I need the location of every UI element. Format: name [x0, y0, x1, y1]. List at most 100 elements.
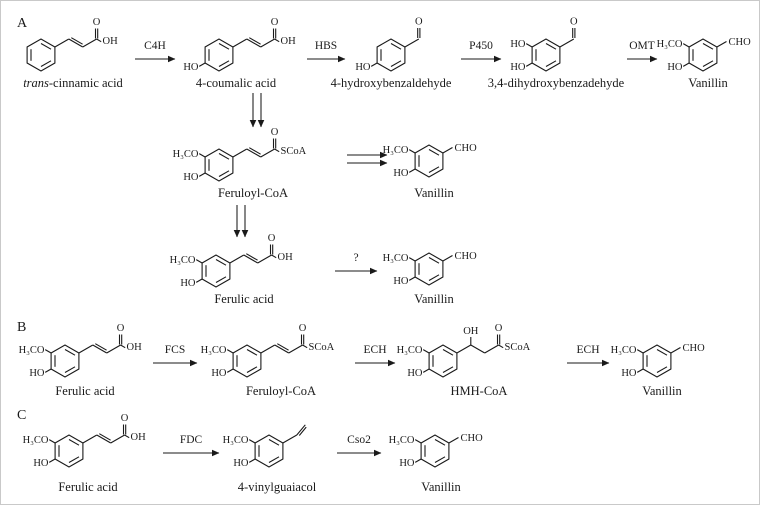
ho-bond — [414, 458, 422, 463]
molecule-4-vinylguaiacol: H₃CO HO 4-vinylguaiacol — [223, 424, 317, 494]
benzene-ring — [201, 254, 231, 288]
molecule-hmh-coa: H₃CO HO OH O SCoA HMH-CoA — [397, 323, 531, 398]
ho-bond — [422, 368, 430, 373]
benzene-ring — [531, 38, 561, 72]
aldehyde-chain — [404, 27, 421, 48]
acid-chain — [54, 27, 102, 48]
enzyme-label-ech-1: ECH — [364, 344, 387, 356]
cho-bond — [716, 40, 728, 48]
ho-bond — [636, 368, 644, 373]
benzene-ring — [414, 144, 444, 178]
methoxy-bond — [195, 259, 203, 264]
benzene-ring — [428, 344, 458, 378]
enzyme-label-fdc: FDC — [180, 434, 203, 446]
methoxy-bond — [408, 257, 416, 262]
carbonyl-o-label: O — [271, 17, 279, 28]
aldehyde-o-label: O — [570, 17, 578, 28]
molecule-ferulic-acid-c: H₃CO HO O OH Ferulic acid — [23, 413, 146, 494]
ho-label: HO — [29, 368, 45, 379]
hydroxyl-label: OH — [281, 36, 297, 47]
cho-label: CHO — [461, 433, 484, 444]
ho-label: HO — [233, 458, 249, 469]
molecule-name: Vanillin — [414, 186, 454, 200]
methoxy-label: H₃CO — [23, 435, 49, 446]
panel-label-a: A — [17, 16, 28, 31]
thioester-chain — [260, 333, 308, 354]
methoxy-bond — [198, 153, 206, 158]
molecule-name: Ferulic acid — [214, 292, 274, 306]
methoxy-label: H₃CO — [397, 345, 423, 356]
molecule-4-hydroxybenzaldehyde: HO O 4-hydroxybenzaldehyde — [331, 17, 452, 91]
ho-label: HO — [355, 62, 371, 73]
ho-bond — [44, 368, 52, 373]
ho-label: HO — [407, 368, 423, 379]
ho-bond — [226, 368, 234, 373]
methoxy-bond — [636, 349, 644, 354]
carbonyl-o-label: O — [268, 233, 276, 244]
methoxy-label: H₃CO — [383, 145, 409, 156]
cho-bond — [442, 254, 454, 262]
ho-label: HO — [399, 458, 415, 469]
ho-bond — [408, 276, 416, 281]
methoxy-label: H₃CO — [170, 255, 196, 266]
molecule-vanillin-a3: H₃CO CHO HO Vanillin — [383, 251, 477, 306]
ho-bond — [370, 62, 378, 67]
benzene-ring — [688, 38, 718, 72]
molecule-vanillin-c: H₃CO CHO HO Vanillin — [389, 433, 483, 494]
carbonyl-o-label: O — [271, 127, 279, 138]
methoxy-label: H₃CO — [201, 345, 227, 356]
ho-bond — [195, 278, 203, 283]
ho-bond — [525, 62, 533, 67]
name-italic-part: trans — [23, 76, 49, 90]
ho-label-top: HO — [510, 39, 526, 50]
double-right-arrow-feruloyl-to-vanillin — [347, 151, 388, 167]
methoxy-bond — [414, 439, 422, 444]
acid-chain — [82, 423, 130, 444]
molecule-name: trans-cinnamic acid — [23, 76, 123, 90]
ho-label: HO — [510, 62, 526, 73]
aldehyde-chain — [559, 27, 576, 48]
molecule-ferulic-acid-a: H₃CO HO O OH Ferulic acid — [170, 233, 293, 306]
molecule-vanillin-a2: H₃CO CHO HO Vanillin — [383, 143, 477, 200]
acid-chain — [229, 243, 277, 264]
scoa-label: SCoA — [505, 342, 531, 353]
hydroxyl-label: OH — [131, 432, 147, 443]
benzene-ring — [254, 434, 284, 468]
double-down-arrow-coumalic-to-feruloyl — [249, 93, 265, 128]
ho-bond — [198, 62, 206, 67]
molecule-name: Vanillin — [414, 292, 454, 306]
hydroxy-thioester-chain — [456, 333, 504, 354]
benzene-ring — [26, 38, 56, 72]
cho-bond — [670, 346, 682, 354]
acid-chain — [78, 333, 126, 354]
benzene-ring — [420, 434, 450, 468]
benzene-ring — [204, 38, 234, 72]
cho-label: CHO — [455, 143, 478, 154]
cho-label: CHO — [683, 343, 706, 354]
scoa-label: SCoA — [309, 342, 335, 353]
methoxy-label: H₃CO — [383, 253, 409, 264]
methoxy-bond — [44, 349, 52, 354]
methoxy-bond — [422, 349, 430, 354]
enzyme-label-cso2: Cso2 — [347, 434, 371, 446]
cho-bond — [448, 436, 460, 444]
thioester-chain — [232, 137, 280, 158]
molecule-vanillin-a1: H₃CO CHO HO Vanillin — [657, 37, 751, 90]
molecule-feruloyl-coa-b: H₃CO HO O SCoA Feruloyl-CoA — [201, 323, 335, 398]
cho-bond — [442, 146, 454, 154]
cho-label: CHO — [455, 251, 478, 262]
ho-label: HO — [180, 278, 196, 289]
enzyme-label-c4h: C4H — [144, 40, 166, 52]
aldehyde-o-label: O — [415, 17, 423, 28]
panel-label-c: C — [17, 408, 26, 423]
hydroxyl-label: OH — [103, 36, 119, 47]
ho-label: HO — [183, 172, 199, 183]
benzene-ring — [232, 344, 262, 378]
carbonyl-o-label: O — [93, 17, 101, 28]
ho-bond — [198, 172, 206, 177]
panel-label-b: B — [17, 320, 26, 335]
enzyme-label-p450: P450 — [469, 40, 493, 52]
enzyme-label-omt: OMT — [629, 40, 655, 52]
